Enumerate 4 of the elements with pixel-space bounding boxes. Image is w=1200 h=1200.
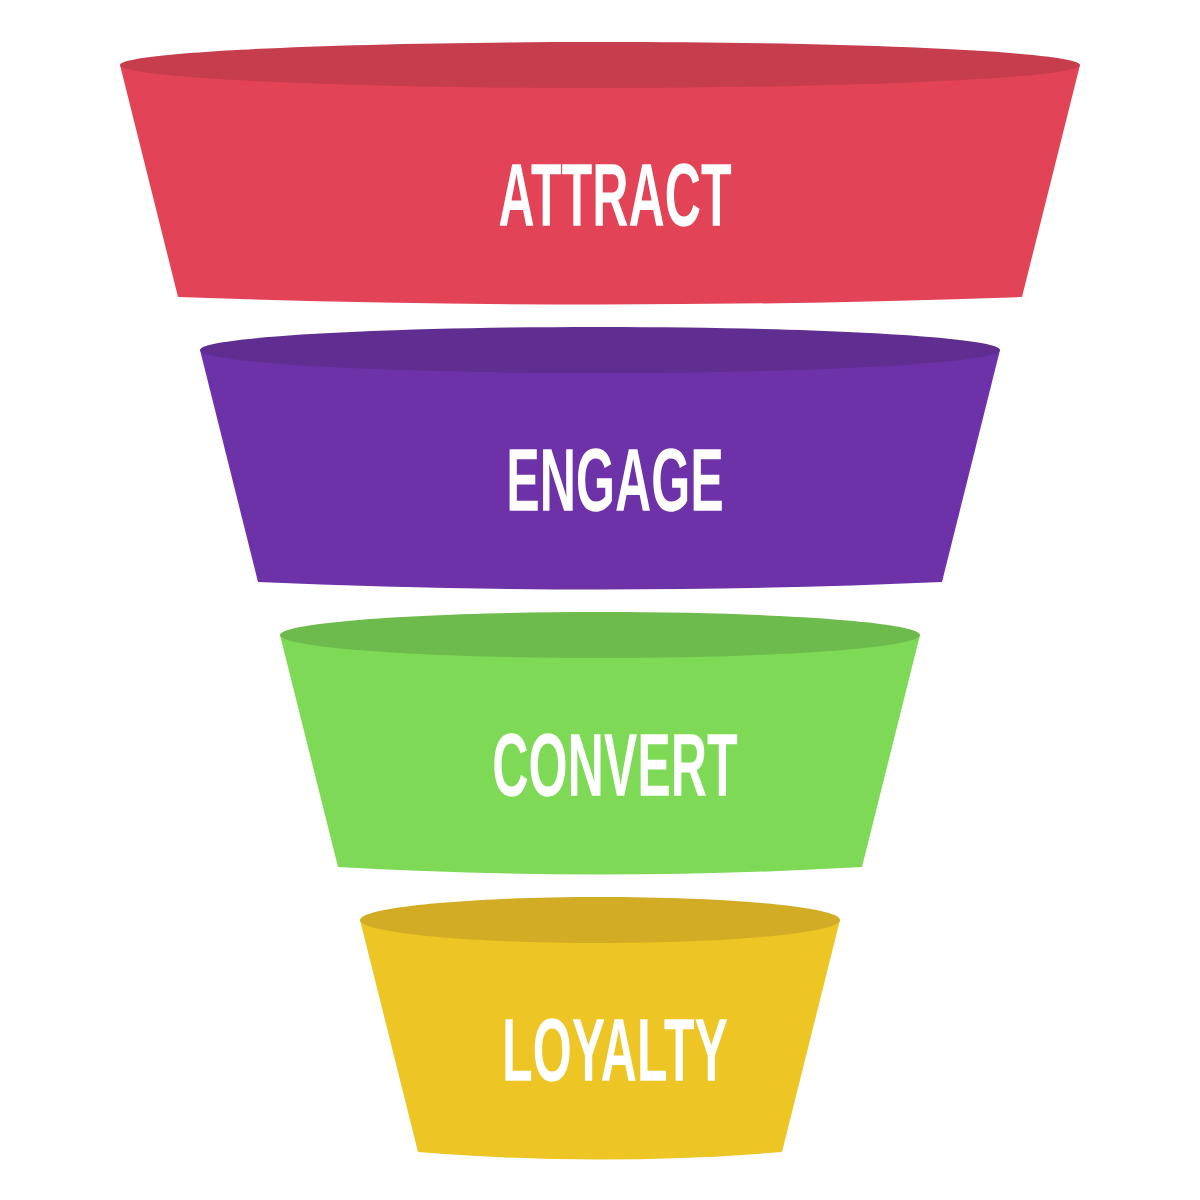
funnel-band: ENGAGE: [200, 327, 1000, 590]
funnel-band: LOYALTY: [360, 897, 840, 1160]
funnel-band: CONVERT: [280, 612, 920, 875]
funnel-band: ATTRACT: [120, 42, 1080, 305]
